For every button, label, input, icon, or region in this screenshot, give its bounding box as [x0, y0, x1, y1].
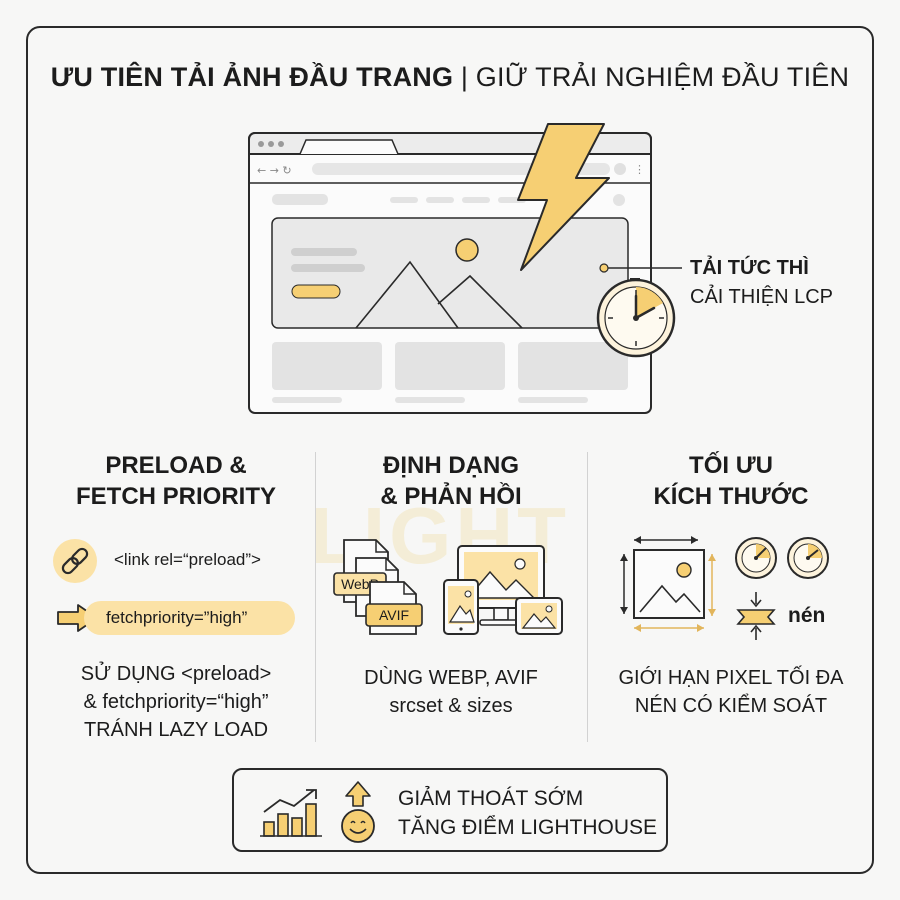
gauge-icon	[735, 537, 777, 579]
lightning-bolt-icon	[517, 123, 610, 271]
column-title-line: PRELOAD &	[105, 452, 247, 479]
tablet-icon	[443, 579, 479, 635]
column-title-line: ĐỊNH DẠNG	[383, 452, 519, 479]
link-icon	[53, 539, 97, 583]
column-desc-preload: SỬ DỤNG <preload> & fetchpriority=“high”…	[26, 660, 326, 744]
column-desc-line: & fetchpriority=“high”	[83, 691, 269, 713]
summary-box: GIẢM THOÁT SỚM TĂNG ĐIỂM LIGHTHOUSE	[232, 768, 668, 852]
column-desc-line: SỬ DỤNG <preload>	[80, 663, 272, 685]
hero-illustration: ← → ↻ ⋮	[248, 123, 682, 414]
svg-text:⋮: ⋮	[634, 163, 645, 176]
gauge-icon	[787, 537, 829, 579]
bar-chart-growth-icon	[260, 789, 322, 837]
phone-icon	[515, 597, 563, 635]
file-avif-icon: AVIF	[365, 581, 423, 635]
summary-text: GIẢM THOÁT SỚM TĂNG ĐIỂM LIGHTHOUSE	[398, 784, 657, 842]
column-desc-size: GIỚI HẠN PIXEL TỐI ĐA NÉN CÓ KIỂM SOÁT	[588, 664, 874, 720]
monitor-icon	[457, 545, 545, 626]
lcp-callout-subtitle: CẢI THIỆN LCP	[690, 286, 833, 308]
column-desc-line: srcset & sizes	[389, 695, 513, 717]
code-fetchpriority: fetchpriority=”high”	[84, 601, 295, 635]
format-devices-illustration: WebP AVIF	[333, 539, 563, 635]
column-title-line: & PHẢN HỒI	[380, 483, 522, 510]
clock-icon	[596, 278, 676, 358]
column-divider-1	[315, 452, 316, 742]
lcp-callout-title: TẢI TỨC THÌ	[690, 257, 809, 279]
summary-line: TĂNG ĐIỂM LIGHTHOUSE	[398, 816, 658, 839]
column-title-size: TỐI ƯU KÍCH THƯỚC	[588, 450, 874, 512]
lcp-callout: TẢI TỨC THÌ CẢI THIỆN LCP	[690, 254, 833, 312]
page-title: ƯU TIÊN TẢI ẢNH ĐẦU TRANG | GIỮ TRẢI NGH…	[0, 62, 900, 93]
column-title-line: FETCH PRIORITY	[75, 483, 276, 510]
column-title-preload: PRELOAD & FETCH PRIORITY	[26, 450, 326, 512]
column-desc-format: DÙNG WEBP, AVIF srcset & sizes	[316, 664, 586, 720]
format-avif-label: AVIF	[379, 607, 409, 623]
column-title-line: TỐI ƯU	[689, 452, 773, 479]
summary-line: GIẢM THOÁT SỚM	[398, 787, 584, 810]
title-main: ƯU TIÊN TẢI ẢNH ĐẦU TRANG	[50, 62, 454, 92]
smiley-up-arrow-icon	[341, 781, 375, 843]
column-title-format: ĐỊNH DẠNG & PHẢN HỒI	[316, 450, 586, 512]
title-separator: |	[460, 62, 469, 92]
callout-connector	[599, 263, 682, 273]
size-optimization-illustration	[620, 536, 829, 640]
svg-text:← → ↻: ← → ↻	[257, 164, 292, 177]
title-subtitle: GIỮ TRẢI NGHIỆM ĐẦU TIÊN	[475, 62, 850, 92]
column-desc-line: DÙNG WEBP, AVIF	[364, 667, 538, 689]
code-preload: <link rel=“preload”>	[114, 550, 261, 569]
column-title-line: KÍCH THƯỚC	[653, 483, 809, 510]
compress-label: nén	[788, 604, 826, 627]
compress-icon	[736, 592, 776, 640]
browser-window-icon: ← → ↻ ⋮	[248, 132, 652, 414]
column-divider-2	[587, 452, 588, 742]
column-desc-line: NÉN CÓ KIỂM SOÁT	[634, 695, 828, 717]
image-resize-icon	[620, 536, 716, 632]
column-desc-line: TRÁNH LAZY LOAD	[83, 719, 269, 741]
column-desc-line: GIỚI HẠN PIXEL TỐI ĐA	[618, 667, 844, 689]
